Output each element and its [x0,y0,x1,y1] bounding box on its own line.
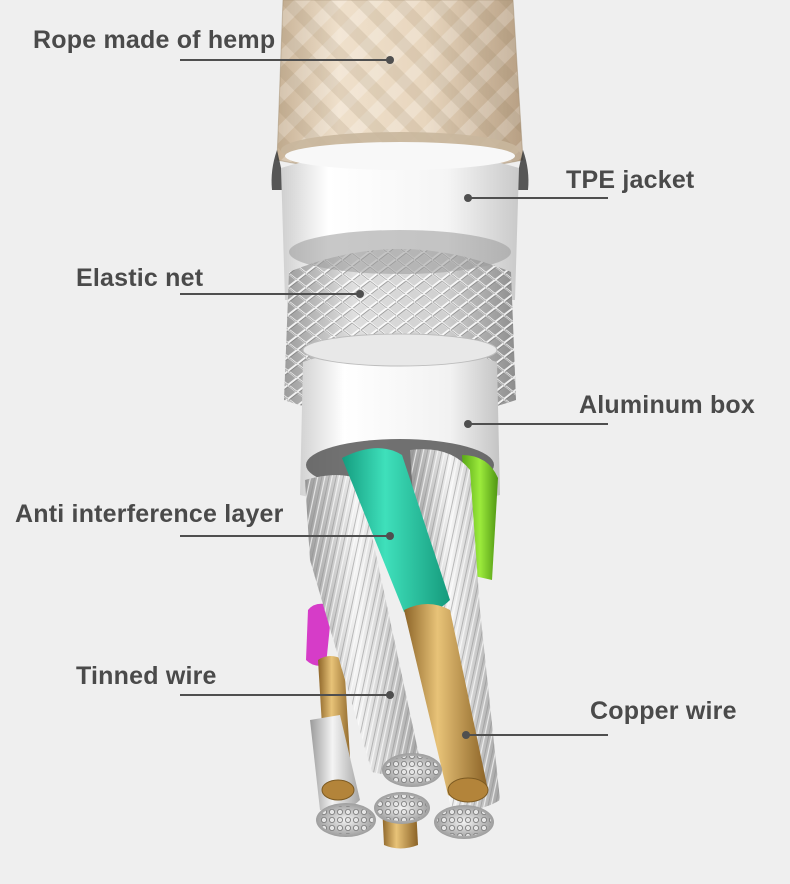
label-tpe-jacket: TPE jacket [566,166,695,194]
leader-line-elastic [180,293,360,295]
leader-dot-tinned [386,691,394,699]
leader-dot-aluminum [464,420,472,428]
leader-dot-anti [386,532,394,540]
leader-line-anti [180,535,390,537]
leader-dot-rope [386,56,394,64]
label-copper-wire: Copper wire [590,697,737,725]
label-anti-interference-layer: Anti interference layer [15,500,284,528]
leader-dot-elastic [356,290,364,298]
leader-line-rope [180,59,390,61]
hemp-rope-layer [271,0,529,190]
leader-dot-tpe [464,194,472,202]
leader-line-tinned [180,694,390,696]
label-aluminum-box: Aluminum box [579,391,756,419]
leader-line-tpe [468,197,608,199]
label-tinned-wire: Tinned wire [76,662,217,690]
leader-line-copper [466,734,608,736]
leader-line-aluminum [468,423,608,425]
label-elastic-net: Elastic net [76,264,204,292]
leader-dot-copper [462,731,470,739]
label-rope-made-of-hemp: Rope made of hemp [33,26,276,54]
inner-wires [305,448,500,849]
strand-end-caps [316,753,494,839]
